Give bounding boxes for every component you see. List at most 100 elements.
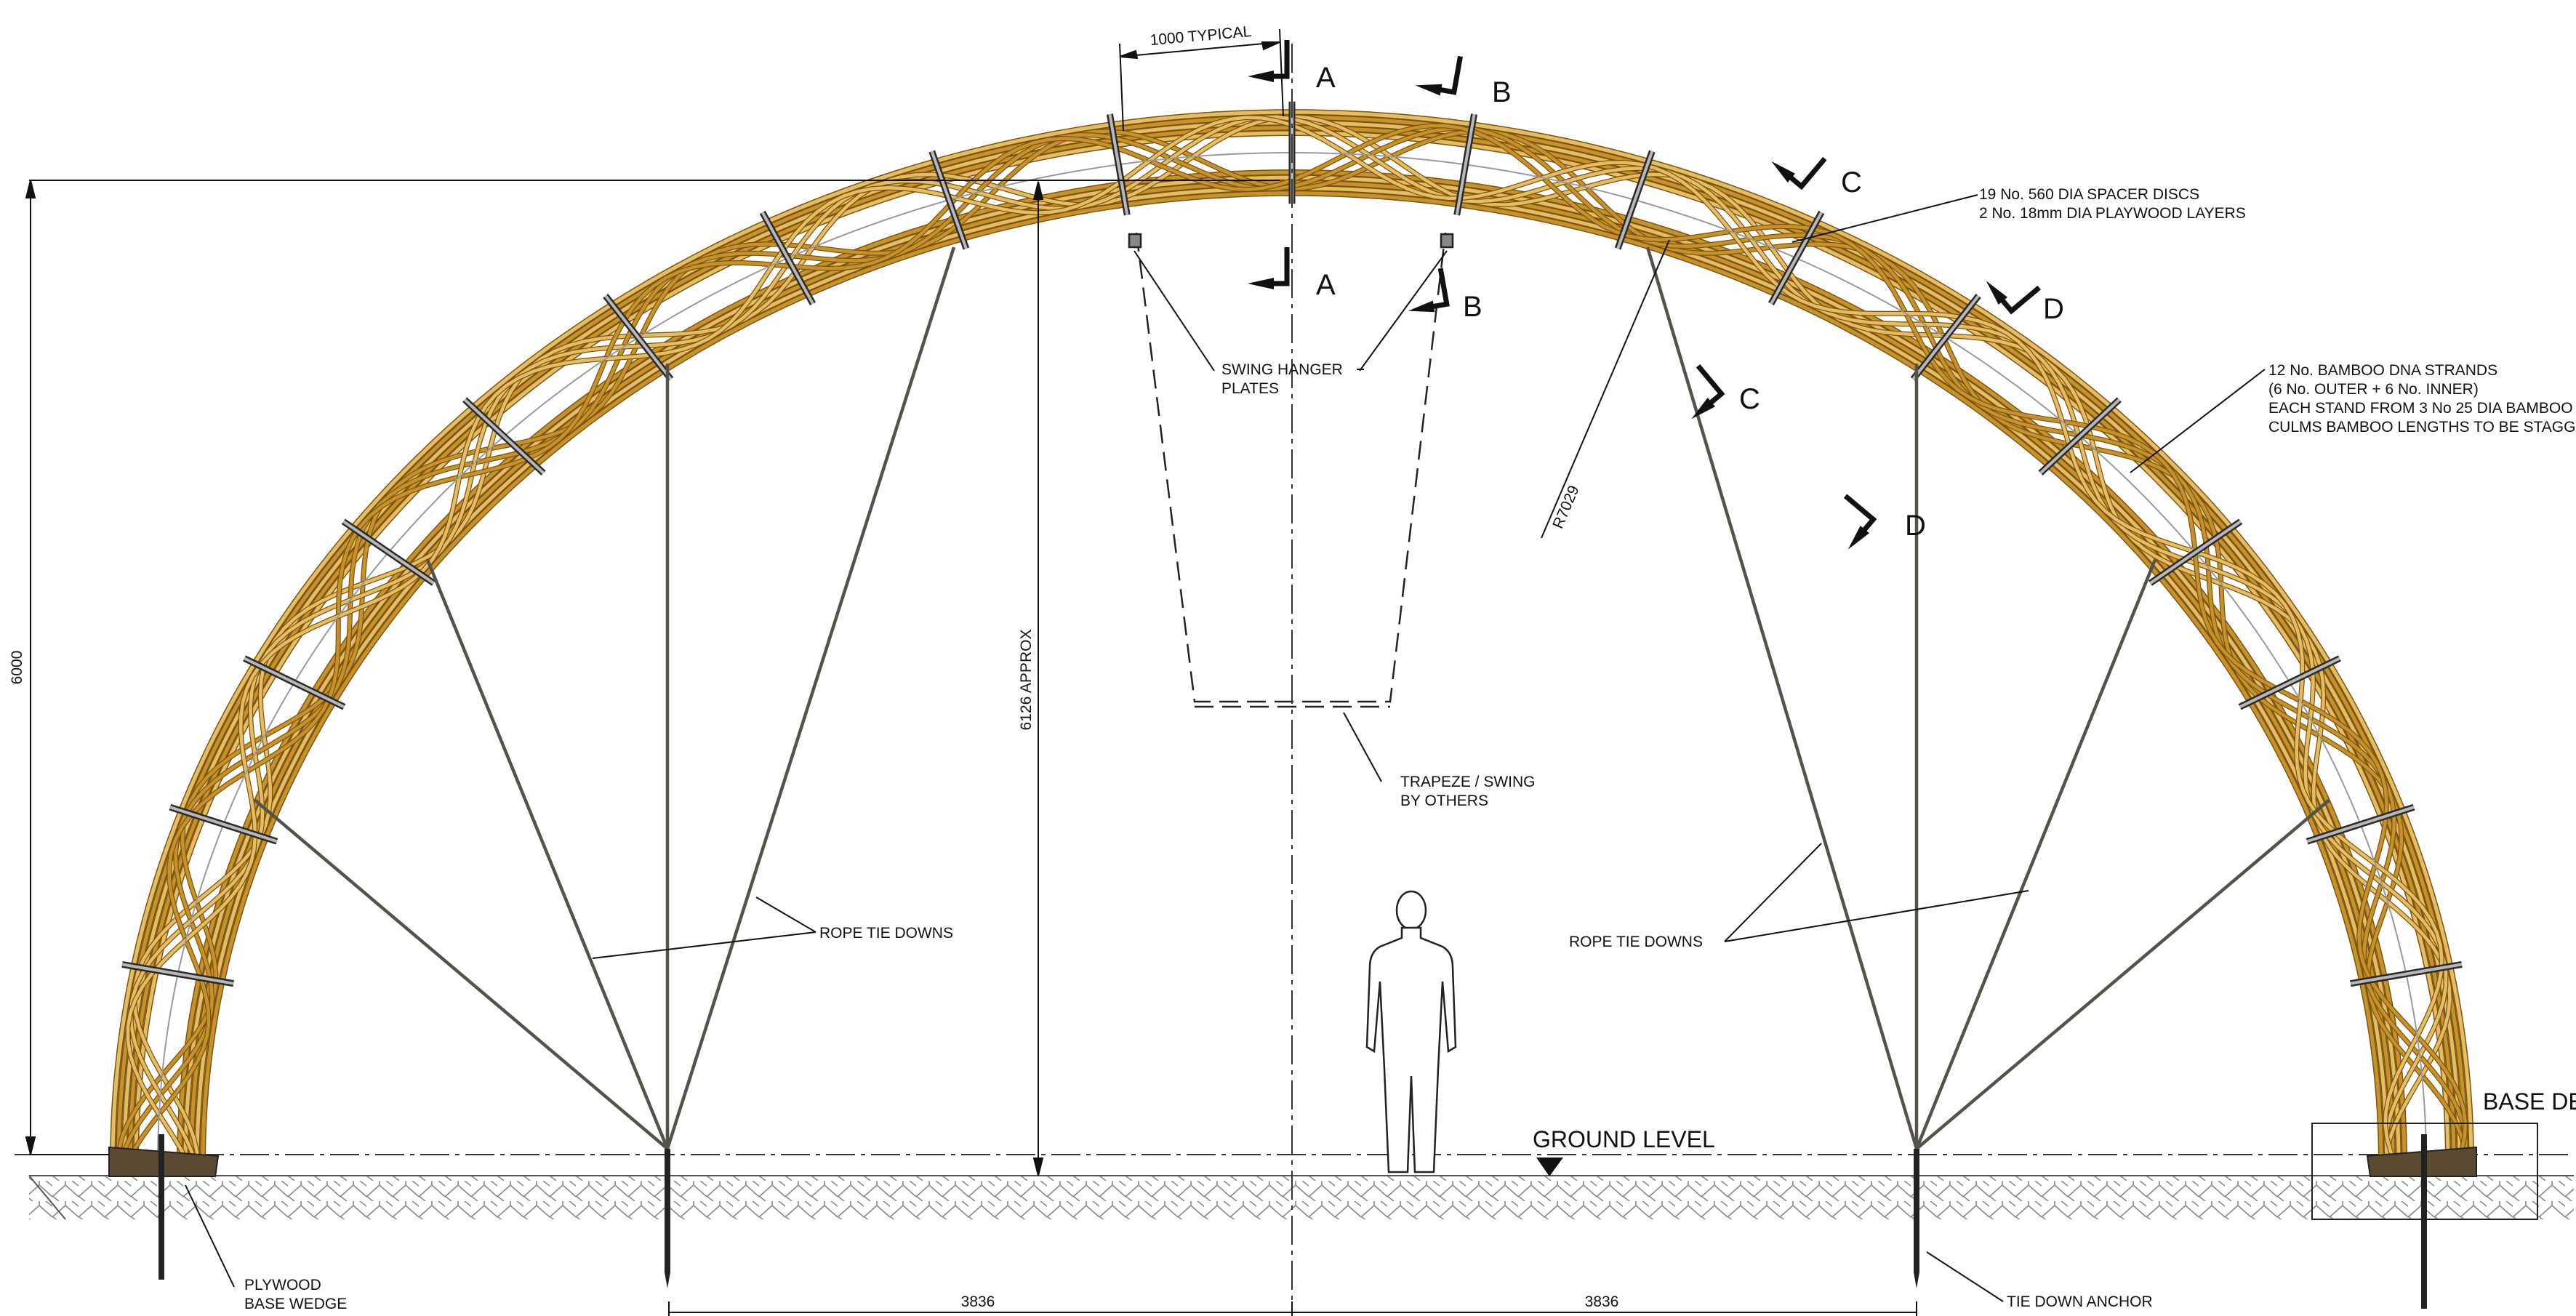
- swing-rope-lines: [1135, 232, 1447, 703]
- typical-spacing-label: 1000 TYPICAL: [1149, 23, 1252, 49]
- rope-tie-downs: [253, 246, 2331, 1150]
- section-cut-arrow: [1691, 398, 1716, 420]
- section-cut-mark: [1248, 40, 1290, 82]
- spacer-disc-face: [2149, 520, 2242, 585]
- spacer-disc-leader: [1791, 194, 1978, 243]
- base-detail-label: BASE DETAIL: [2483, 1088, 2576, 1115]
- spacer-disc-face: [1455, 113, 1476, 216]
- section-cut-line: [1439, 55, 1463, 95]
- section-letter: A: [1316, 62, 1336, 94]
- bamboo-strands-note: EACH STAND FROM 3 No 25 DIA BAMBOO: [2268, 400, 2573, 417]
- section-cut-line: [1999, 285, 2041, 315]
- trapeze-note: TRAPEZE / SWING: [1400, 774, 1536, 790]
- rope-line: [253, 798, 669, 1150]
- swing-hanger-note: PLATES: [1221, 380, 1279, 397]
- section-cut-arrow: [1986, 281, 2007, 305]
- section-marks: [1248, 40, 2041, 550]
- typical-dim-arrows: [1119, 41, 1280, 60]
- base-pin-left: [159, 1134, 164, 1280]
- ground-edge-line: [28, 1175, 66, 1220]
- section-letter: C: [1841, 166, 1862, 198]
- spacer-disc-face: [463, 398, 545, 475]
- section-letters: A A B B C C D D: [1316, 62, 2064, 542]
- trapeze-note: BY OTHERS: [1400, 793, 1488, 809]
- section-cut-line: [1843, 494, 1877, 532]
- spacer-disc-face: [169, 806, 278, 843]
- swing-hanger-leader: [1133, 250, 1215, 372]
- rope-leader-right: [1724, 890, 2029, 942]
- spacer-disc-face: [1616, 151, 1654, 249]
- section-letter: B: [1492, 76, 1512, 108]
- spacer-disc-face: [342, 520, 435, 585]
- plywood-leader: [185, 1184, 235, 1288]
- section-cut-arrow: [1248, 71, 1274, 82]
- section-cut-arrow: [1415, 84, 1443, 96]
- bamboo-strands-note: (6 No. OUTER + 6 No. INNER): [2268, 381, 2479, 398]
- anchor-leader: [1926, 1251, 2004, 1302]
- base-pin-right: [2421, 1134, 2427, 1309]
- spacer-disc-face: [2350, 963, 2463, 985]
- spacer-disc-face: [930, 151, 968, 249]
- swing-hanger-note: SWING HANGER: [1221, 361, 1343, 378]
- ground: [15, 1154, 2574, 1220]
- rope-leader-right: [1724, 843, 1822, 942]
- section-cut-mark: [1771, 156, 1827, 190]
- spacer-disc-face: [2306, 806, 2415, 843]
- overall-height-label: 6000: [9, 651, 25, 685]
- trapeze-leader: [1343, 712, 1382, 782]
- trapeze-swing: [1128, 232, 1454, 708]
- human-scale-figure: [1365, 890, 1457, 1173]
- spacer-disc-face: [2039, 398, 2121, 475]
- typical-extension-line: [1279, 28, 1284, 117]
- spacer-disc-face: [121, 963, 234, 985]
- dimensions: [25, 28, 1917, 1316]
- spacer-disc-face: [1911, 294, 1980, 380]
- section-cut-arrow: [1771, 161, 1796, 182]
- plywood-wedge-note: PLYWOOD: [244, 1277, 321, 1293]
- section-cut-line: [1272, 247, 1290, 286]
- section-cut-mark: [1691, 364, 1725, 420]
- spacer-disc-face: [1770, 212, 1823, 305]
- bamboo-strand-leader: [2130, 369, 2266, 473]
- bamboo-strands-note: CULMS BAMBOO LENGTHS TO BE STAGGERED: [2268, 419, 2576, 436]
- typical-dimension-line: [1119, 41, 1280, 57]
- tie-down-anchor-label: TIE DOWN ANCHOR: [2007, 1293, 2153, 1310]
- base-detail-box: [2311, 1123, 2538, 1220]
- spacer-discs-note: 2 No. 18mm DIA PLAYWOOD LAYERS: [1979, 205, 2246, 222]
- section-cut-mark: [1408, 268, 1450, 313]
- centre-dim-arrows: [1032, 181, 1044, 1176]
- section-letter: D: [2043, 293, 2064, 325]
- height-dim-arrows: [25, 180, 36, 1155]
- section-cut-line: [1696, 364, 1725, 406]
- section-cut-mark: [1248, 247, 1290, 289]
- spacer-discs-note: 19 No. 560 DIA SPACER DISCS: [1979, 186, 2199, 203]
- section-cut-arrow: [1408, 300, 1435, 313]
- hanger-plate-left: [1128, 233, 1142, 249]
- anchors: [108, 1123, 2538, 1309]
- leaders: [185, 194, 2266, 1302]
- rope-line: [1914, 559, 2157, 1150]
- tie-down-anchor: [1914, 1149, 1919, 1272]
- ground-level-marker: [1536, 1157, 1563, 1176]
- rope-line: [1645, 246, 1919, 1150]
- figure-head: [1395, 890, 1427, 931]
- rope-line: [665, 246, 956, 1150]
- bamboo-cross-strand: [124, 123, 2468, 1166]
- section-cut-arrow: [1847, 525, 1869, 550]
- section-cut-arrow: [1248, 278, 1274, 289]
- rope-line: [425, 559, 670, 1150]
- spacer-disc-face: [244, 657, 345, 709]
- section-cut-line: [1272, 40, 1290, 79]
- spacer-disc-face: [761, 212, 814, 305]
- section-cut-line: [1432, 268, 1450, 310]
- rope-leader-left: [592, 931, 816, 959]
- half-span-left-label: 3836: [961, 1293, 995, 1310]
- rope-line: [1915, 798, 2331, 1150]
- section-cut-line: [1789, 156, 1827, 190]
- radius-line: [1541, 239, 1670, 539]
- rope-tie-downs-right-label: ROPE TIE DOWNS: [1569, 934, 1703, 950]
- plywood-wedge-note: BASE WEDGE: [244, 1296, 347, 1312]
- hanger-plate-right: [1440, 233, 1454, 249]
- bamboo-cross-strand: [125, 124, 2468, 1165]
- spacer-disc-face: [1108, 113, 1129, 216]
